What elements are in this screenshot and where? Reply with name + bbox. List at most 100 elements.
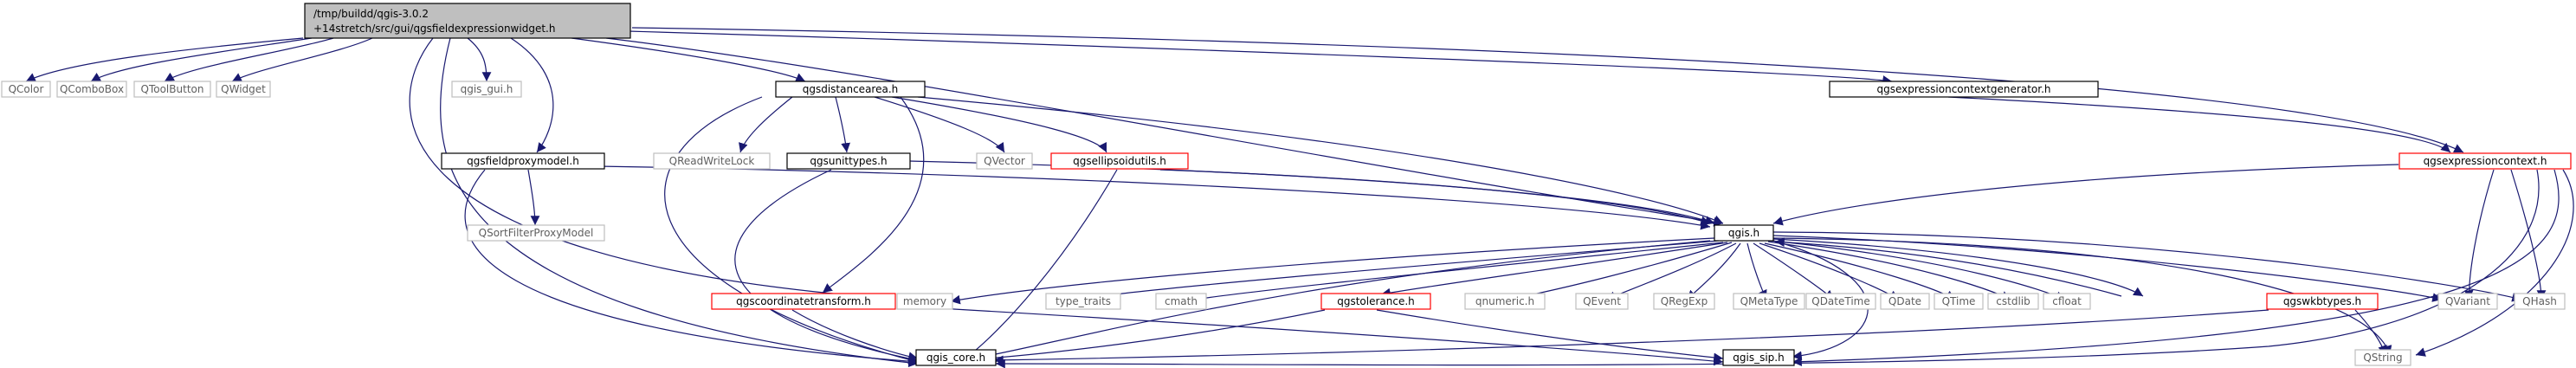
node-qvector[interactable]: QVector [976, 152, 1033, 170]
node-qgswkbtypes[interactable]: qgswkbtypes.h [2266, 293, 2379, 310]
edge-qgsdistancearea-qgscoordinatetransform [822, 96, 925, 294]
node-qcombobox[interactable]: QComboBox [56, 81, 127, 98]
edge-qgsdistancearea-qgis [917, 96, 1724, 224]
edge-root-qgis-gui [467, 37, 492, 82]
node-memory-label: memory [903, 295, 946, 307]
node-qgsellipsoidutils[interactable]: qgsellipsoidutils.h [1050, 152, 1189, 170]
node-qdatetime-label: QDateTime [1811, 295, 1870, 307]
node-qevent[interactable]: QEvent [1575, 293, 1629, 310]
edge-qgis-qgis-core [982, 240, 1711, 360]
node-qnumeric-label: qnumeric.h [1475, 295, 1534, 307]
node-qevent-label: QEvent [1583, 295, 1621, 307]
node-qmetatype-label: QMetaType [1740, 295, 1798, 307]
node-qvariant[interactable]: QVariant [2437, 293, 2498, 310]
node-qnumeric[interactable]: qnumeric.h [1464, 293, 1546, 310]
node-qgsellipsoidutils-label: qgsellipsoidutils.h [1073, 155, 1166, 167]
edge-qgsellipsoidutils-qgis-core [960, 169, 1118, 363]
node-qgis[interactable]: qgis.h [1714, 224, 1774, 242]
node-qstring-label: QString [2363, 352, 2402, 364]
edge-qgsfieldproxymodel-qgis [597, 165, 1711, 230]
edge-qgis-qnumeric [1506, 242, 1733, 303]
node-qhash-label: QHash [2522, 295, 2557, 307]
edge-root-qgis [605, 37, 1724, 227]
edge-qgsfieldproxymodel-qsortfilterproxymodel [527, 169, 540, 226]
node-qgis-sip[interactable]: qgis_sip.h [1722, 349, 1795, 366]
node-qgscoordinatetransform-label: qgscoordinatetransform.h [736, 295, 871, 307]
node-qgswkbtypes-label: qgswkbtypes.h [2283, 295, 2361, 307]
node-qgsexpressioncontext[interactable]: qgsexpressioncontext.h [2398, 152, 2572, 170]
node-type-traits[interactable]: type_traits [1045, 293, 1121, 310]
edge-qgstolerance-qgis-core [986, 309, 1326, 363]
edge-qgsdistancearea-qvector [874, 96, 1005, 153]
node-qtoolbutton[interactable]: QToolButton [133, 81, 211, 98]
node-qgis-label: qgis.h [1728, 227, 1759, 239]
edge-qgis-cmath [1194, 242, 1724, 303]
edge-qgsexpressioncontext-qgis [1772, 164, 2399, 226]
edge-root-qcombobox [90, 37, 313, 82]
edge-qgis-qhash [1772, 231, 2522, 302]
node-memory[interactable]: memory [896, 293, 953, 310]
node-qgscoordinatetransform[interactable]: qgscoordinatetransform.h [711, 293, 896, 310]
node-cfloat-label: cfloat [2052, 295, 2082, 307]
node-root[interactable]: /tmp/buildd/qgis-3.0.2 +14stretch/src/gu… [304, 3, 631, 39]
edge-qgsexpressioncontext-qhash [2510, 169, 2547, 300]
node-qsortfilterproxymodel-label: QSortFilterProxyModel [479, 227, 594, 239]
edge-qgsfieldproxymodel-qgis-core [464, 169, 919, 366]
node-qsortfilterproxymodel[interactable]: QSortFilterProxyModel [467, 224, 605, 242]
edge-qgsunittypes-qgis [908, 160, 1715, 225]
node-qgsdistancearea[interactable]: qgsdistancearea.h [775, 81, 926, 98]
edge-qgsexpressioncontext-qvariant [2463, 169, 2495, 300]
node-qgis-gui[interactable]: qgis_gui.h [451, 81, 522, 98]
edge-qgscoordinatetransform-qgis-sip [908, 306, 1724, 366]
edge-qgswkbtypes-qgis-core [993, 309, 2269, 365]
node-qwidget[interactable]: QWidget [216, 81, 271, 98]
edge-qgsdistancearea-qgsunittypes [835, 96, 851, 153]
edge-qgsdistancearea-qgis-core [664, 96, 919, 365]
node-qregexp-label: QRegExp [1661, 295, 1708, 307]
edge-qgsdistancearea-qgsellipsoidutils [891, 96, 1107, 153]
node-qgstolerance[interactable]: qgstolerance.h [1320, 293, 1431, 310]
node-qmetatype[interactable]: QMetaType [1733, 293, 1805, 310]
node-qwidget-label: QWidget [221, 83, 266, 95]
node-qgis-core-label: qgis_core.h [926, 352, 985, 364]
node-qstring[interactable]: QString [2354, 349, 2411, 366]
node-root-line2: +14stretch/src/gui/qgsfieldexpressionwid… [313, 23, 555, 35]
node-qtime-label: QTime [1942, 295, 1976, 307]
node-qgsfieldproxymodel[interactable]: qgsfieldproxymodel.h [441, 152, 605, 170]
node-qreadwritelock[interactable]: QReadWriteLock [653, 152, 771, 170]
node-qcolor[interactable]: QColor [1, 81, 51, 98]
node-cmath-label: cmath [1165, 295, 1198, 307]
node-qhash[interactable]: QHash [2514, 293, 2566, 310]
node-qgsexpressioncontextgenerator-label: qgsexpressioncontextgenerator.h [1876, 83, 2050, 95]
node-qgsdistancearea-label: qgsdistancearea.h [803, 83, 899, 95]
node-cmath[interactable]: cmath [1155, 293, 1207, 310]
edge-qgsexpressioncontext-qgis-sip [1792, 169, 2560, 367]
node-qdate[interactable]: QDate [1880, 293, 1930, 310]
edge-qgis-qdatetime [1753, 242, 1835, 300]
node-qtime[interactable]: QTime [1934, 293, 1984, 310]
node-qreadwritelock-label: QReadWriteLock [669, 155, 755, 167]
node-qgsexpressioncontext-label: qgsexpressioncontext.h [2424, 155, 2547, 167]
node-qgsunittypes[interactable]: qgsunittypes.h [786, 152, 911, 170]
node-qgis-sip-label: qgis_sip.h [1733, 352, 1784, 364]
edge-qgsexpressioncontextgenerator-qgsexpressioncontext [1947, 96, 2451, 153]
edge-qgis-qgstolerance [1380, 242, 1728, 298]
edge-qgis-qgswkbtypes [1772, 238, 2144, 297]
edge-qgsunittypes-qgis-core [734, 169, 927, 365]
node-qgsexpressioncontextgenerator[interactable]: qgsexpressioncontextgenerator.h [1829, 81, 2099, 98]
edge-qgis-cstdlib [1767, 241, 2011, 300]
node-qtoolbutton-label: QToolButton [141, 83, 204, 95]
edge-qgsellipsoidutils-qgis [1159, 169, 1711, 226]
node-cstdlib[interactable]: cstdlib [1987, 293, 2039, 310]
edge-qgis-qstring [1772, 237, 2392, 356]
node-qvariant-label: QVariant [2445, 295, 2490, 307]
node-qgis-core[interactable]: qgis_core.h [915, 349, 997, 366]
edge-root-qgsfieldproxymodel [510, 37, 554, 153]
edge-root-qtoolbutton [164, 37, 334, 82]
node-qregexp[interactable]: QRegExp [1653, 293, 1715, 310]
node-cfloat[interactable]: cfloat [2043, 293, 2091, 310]
node-qgsfieldproxymodel-label: qgsfieldproxymodel.h [467, 155, 579, 167]
node-qdatetime[interactable]: QDateTime [1805, 293, 1876, 310]
edge-root-memory [409, 37, 893, 303]
